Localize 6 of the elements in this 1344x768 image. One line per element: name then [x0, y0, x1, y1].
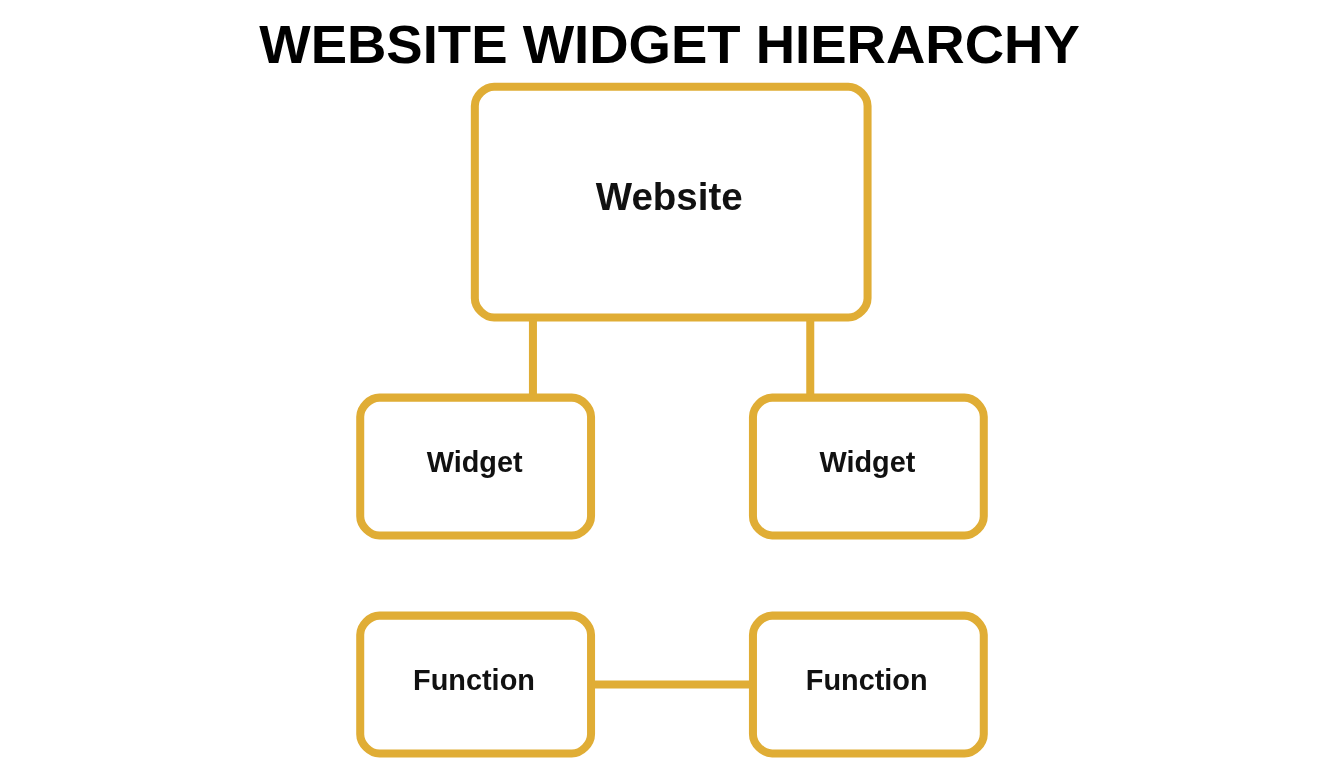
- node-box: Website: [470, 82, 872, 322]
- node-box: Widget: [748, 393, 988, 540]
- node-box: Function: [356, 611, 596, 758]
- diagram-title: WEBSITE WIDGET HIERARCHY: [259, 13, 1080, 75]
- node-box: Function: [748, 611, 988, 758]
- node-box: Widget: [356, 393, 596, 540]
